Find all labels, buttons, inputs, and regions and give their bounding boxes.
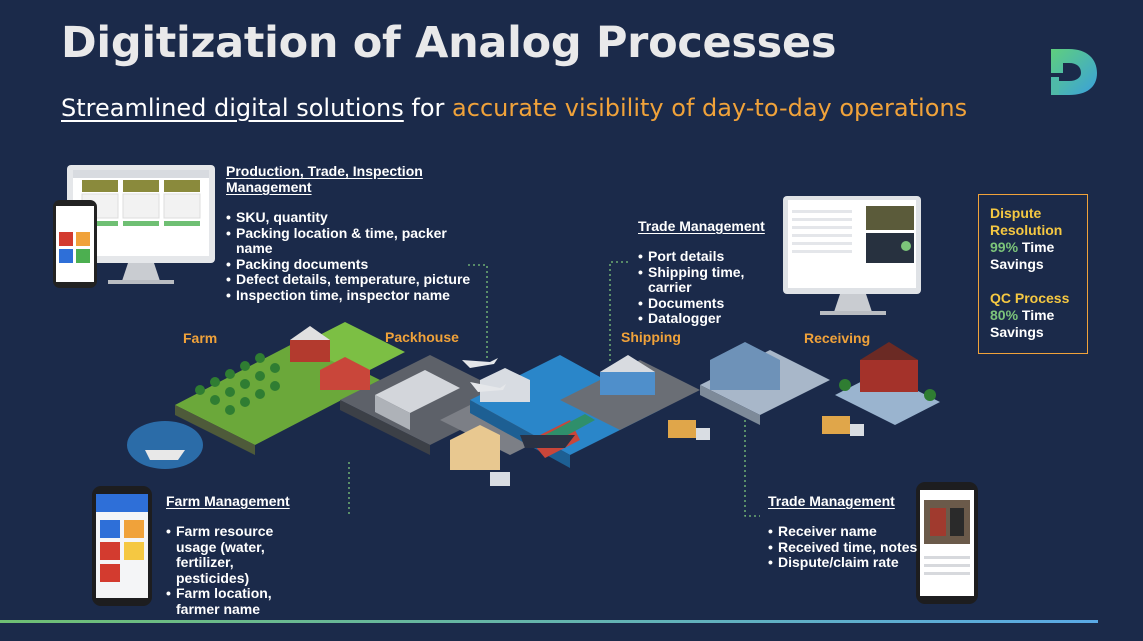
page-subtitle: Streamlined digital solutions for accura… [61,94,967,122]
stage-farm: Farm [183,330,218,346]
list-item: Shipping time, carrier [638,264,768,296]
list-item: Documents [638,295,768,312]
list-item: Farm resource usage (water, fertilizer, … [166,523,286,586]
list-item: Dispute/claim rate [768,554,918,571]
dispute-suffix: Time Savings [990,239,1055,272]
savings-stats-box: Dispute Resolution 99% Time Savings QC P… [978,194,1088,354]
list-item: Receiver name [768,523,918,540]
stage-receiving: Receiving [804,330,871,346]
list-item: Packing documents [226,256,471,273]
delivery-trucks [490,416,864,486]
dispute-label: Dispute Resolution [990,205,1063,238]
trade-top-list: Port details Shipping time, carrier Docu… [638,248,768,327]
phone-left-bottom [92,486,152,606]
list-item: Datalogger [638,310,768,327]
trade-bottom-list: Receiver name Received time, notes Dispu… [768,523,918,571]
d-logo-icon [1051,49,1097,95]
trade-bottom-heading: Trade Management [768,493,895,509]
fishing-boat [145,450,185,460]
isometric-trees [195,353,936,415]
production-heading: Production, Trade, Inspection Management [226,163,423,195]
list-item: Received time, notes [768,539,918,556]
farm-list: Farm resource usage (water, fertilizer, … [166,523,286,617]
stage-shipping: Shipping [621,329,681,345]
page-title: Digitization of Analog Processes [61,18,837,68]
desktop-monitor-right [783,196,921,315]
qc-label: QC Process [990,290,1070,306]
subtitle-highlight: accurate visibility of day-to-day operat… [452,94,968,122]
stage-packhouse: Packhouse [385,329,459,345]
list-item: Farm location, farmer name [166,585,286,617]
phone-left-top [53,200,97,288]
qc-value: 80% [990,307,1019,323]
list-item: Port details [638,248,768,265]
trade-top-heading: Trade Management [638,218,765,234]
plane-icon [462,358,506,392]
list-item: Inspection time, inspector name [226,287,471,304]
production-list: SKU, quantity Packing location & time, p… [226,209,471,304]
farm-heading: Farm Management [166,493,290,509]
list-item: Packing location & time, packer name [226,225,471,257]
list-item: Defect details, temperature, picture [226,271,471,288]
list-item: SKU, quantity [226,209,471,226]
cargo-ship [520,435,575,448]
subtitle-connector: for [403,94,453,122]
qc-suffix: Time Savings [990,307,1055,340]
phone-right-bottom [916,482,978,604]
footer-divider [0,620,1098,623]
dispute-value: 99% [990,239,1019,255]
subtitle-underlined: Streamlined digital solutions [61,94,404,122]
